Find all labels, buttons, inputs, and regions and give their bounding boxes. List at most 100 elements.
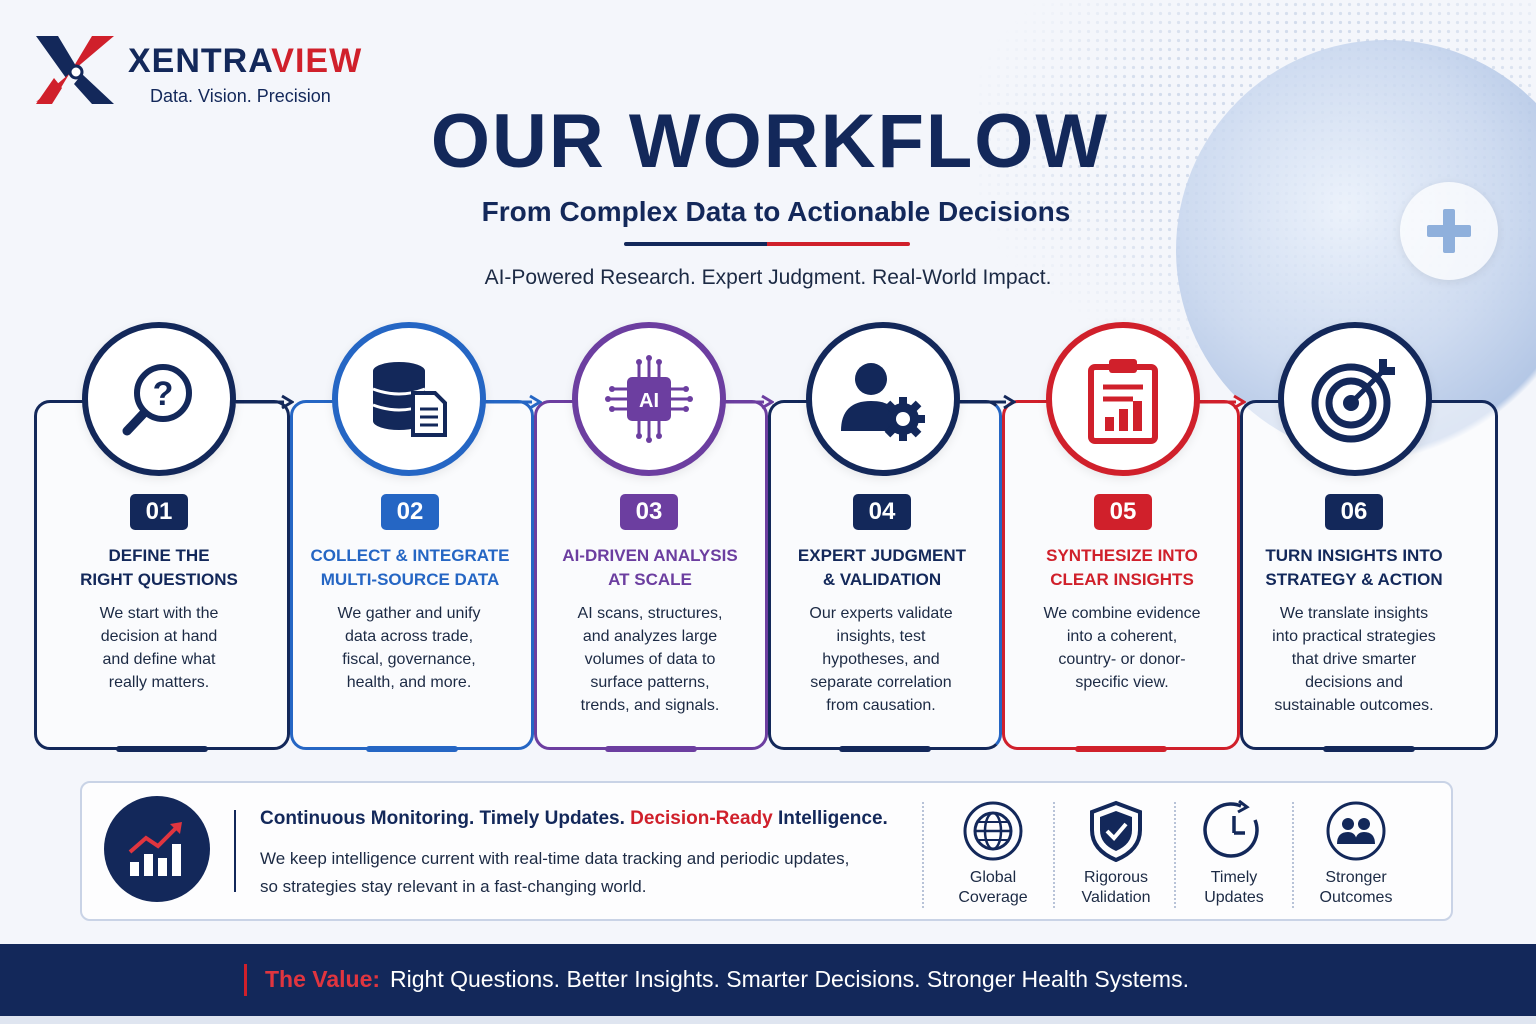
brand-tagline: Data. Vision. Precision: [150, 86, 331, 106]
step-5-desc-line: specific view.: [1075, 674, 1169, 691]
arrow-5-6: [1196, 394, 1246, 410]
feature-divider: [922, 802, 924, 908]
step-5-desc-line: country- or donor-: [1058, 651, 1186, 668]
people-icon: [1325, 800, 1387, 862]
step-3-desc-line: and analyzes large: [582, 628, 718, 645]
monitoring-heading-highlight: Decision-Ready: [630, 808, 773, 829]
step-5-desc-line: into a coherent,: [1066, 628, 1178, 645]
step-1-number: 01: [130, 494, 188, 530]
step-6-desc-line: decisions and: [1305, 674, 1403, 691]
feature-label-line2: Coverage: [958, 889, 1028, 906]
brand-name-part1: XENTRA: [128, 42, 272, 80]
step-5-desc-line: We combine evidence: [1043, 605, 1201, 622]
step-6-title: TURN INSIGHTS INTO STRATEGY & ACTION: [1239, 544, 1469, 592]
title-divider: [624, 242, 910, 246]
footer-accent-bar: [244, 964, 247, 996]
database-document-icon: [372, 362, 447, 437]
step-3-title-line1: AI-DRIVEN ANALYSIS: [562, 546, 738, 565]
step-1-icon-circle: ?: [82, 322, 236, 476]
step-2-desc-line: health, and more.: [346, 674, 472, 691]
step-3-desc-line: AI scans, structures,: [577, 605, 723, 622]
step-2-title-line2: MULTI-SOURCE DATA: [320, 570, 500, 589]
brand-name: XENTRAVIEW: [128, 44, 362, 78]
arrow-4-5: [958, 394, 1016, 410]
step-4-description: Our experts validate insights, test hypo…: [776, 602, 986, 717]
step-6-description: We translate insights into practical str…: [1244, 602, 1464, 717]
step-4-desc-line: from causation.: [826, 697, 936, 714]
feature-label-line2: Validation: [1081, 889, 1151, 906]
monitoring-body: We keep intelligence current with real-t…: [260, 845, 920, 901]
svg-text:AI: AI: [639, 390, 659, 412]
trend-chart-icon: [104, 796, 210, 902]
feature-label-line1: Timely: [1210, 869, 1258, 886]
svg-text:?: ?: [153, 375, 174, 413]
step-4-desc-line: insights, test: [836, 628, 926, 645]
globe-icon: [962, 800, 1024, 862]
step-3-desc-line: volumes of data to: [584, 651, 716, 668]
page-subtitle: From Complex Data to Actionable Decision…: [481, 196, 1071, 227]
xentraview-logo-icon: [36, 36, 114, 104]
feature-label-line1: Rigorous: [1083, 869, 1149, 886]
arrow-1-2: [236, 394, 294, 410]
step-6-desc-line: that drive smarter: [1291, 651, 1417, 668]
feature-label-line2: Outcomes: [1319, 889, 1393, 906]
step-4-desc-line: separate correlation: [810, 674, 952, 691]
step-2-title: COLLECT & INTEGRATE MULTI-SOURCE DATA: [295, 544, 525, 592]
ai-chip-icon: AI: [605, 355, 693, 443]
step-2-title-line1: COLLECT & INTEGRATE: [310, 546, 510, 565]
step-3-desc-line: surface patterns,: [590, 674, 710, 691]
step-4-desc-line: Our experts validate: [809, 605, 953, 622]
feature-divider: [1292, 802, 1294, 908]
monitoring-body-line1: We keep intelligence current with real-t…: [260, 849, 850, 868]
step-6-number: 06: [1325, 494, 1383, 530]
step-1-desc-line: We start with the: [99, 605, 219, 622]
footer-label: The Value:: [265, 966, 381, 992]
clock-icon: [1203, 800, 1265, 862]
step-3-number: 03: [620, 494, 678, 530]
step-5-title-line1: SYNTHESIZE INTO: [1046, 546, 1198, 565]
arrow-3-4: [724, 394, 774, 410]
plus-badge-icon: [1400, 182, 1498, 280]
step-5-title-line2: CLEAR INSIGHTS: [1050, 570, 1194, 589]
step-2-icon-circle: [332, 322, 486, 476]
step-1-description: We start with the decision at hand and d…: [54, 602, 264, 694]
step-2-description: We gather and unify data across trade, f…: [304, 602, 514, 694]
step-1-desc-line: really matters.: [108, 674, 210, 691]
step-4-title: EXPERT JUDGMENT & VALIDATION: [767, 544, 997, 592]
arrow-2-3: [484, 394, 542, 410]
step-5-number: 05: [1094, 494, 1152, 530]
step-1-desc-line: and define what: [102, 651, 216, 668]
step-5-title: SYNTHESIZE INTO CLEAR INSIGHTS: [1007, 544, 1237, 592]
brand-name-part2: VIEW: [271, 42, 363, 80]
feature-label-line1: Stronger: [1325, 869, 1387, 886]
step-2-desc-line: fiscal, governance,: [342, 651, 476, 668]
step-card-6: [1240, 400, 1498, 752]
step-3-icon-circle: AI: [572, 322, 726, 476]
step-6-icon-circle: [1278, 322, 1432, 476]
monitoring-heading: Continuous Monitoring. Timely Updates. D…: [260, 808, 888, 830]
value-footer: [0, 944, 1536, 1016]
step-6-desc-line: We translate insights: [1279, 605, 1429, 622]
page-title: OUR WORKFLOW: [430, 99, 1110, 184]
step-6-desc-line: sustainable outcomes.: [1274, 697, 1434, 714]
panel-separator: [234, 810, 236, 892]
feature-divider: [1174, 802, 1176, 908]
page-tagline: AI-Powered Research. Expert Judgment. Re…: [484, 266, 1052, 289]
step-6-title-line1: TURN INSIGHTS INTO: [1265, 546, 1443, 565]
step-5-description: We combine evidence into a coherent, cou…: [1017, 602, 1227, 694]
step-4-title-line2: & VALIDATION: [822, 570, 942, 589]
brand-logo: XENTRAVIEW Data. Vision. Precision: [32, 30, 362, 108]
step-2-desc-line: We gather and unify: [337, 605, 481, 622]
step-1-title-line1: DEFINE THE: [108, 546, 210, 565]
footer-value-statement: The Value: Right Questions. Better Insigh…: [265, 966, 1189, 993]
footer-text: Right Questions. Better Insights. Smarte…: [390, 966, 1189, 992]
step-1-desc-line: decision at hand: [100, 628, 218, 645]
step-5-icon-circle: [1046, 322, 1200, 476]
feature-divider: [1053, 802, 1055, 908]
step-3-description: AI scans, structures, and analyzes large…: [545, 602, 755, 717]
step-card-1: [34, 400, 290, 752]
step-2-desc-line: data across trade,: [344, 628, 474, 645]
